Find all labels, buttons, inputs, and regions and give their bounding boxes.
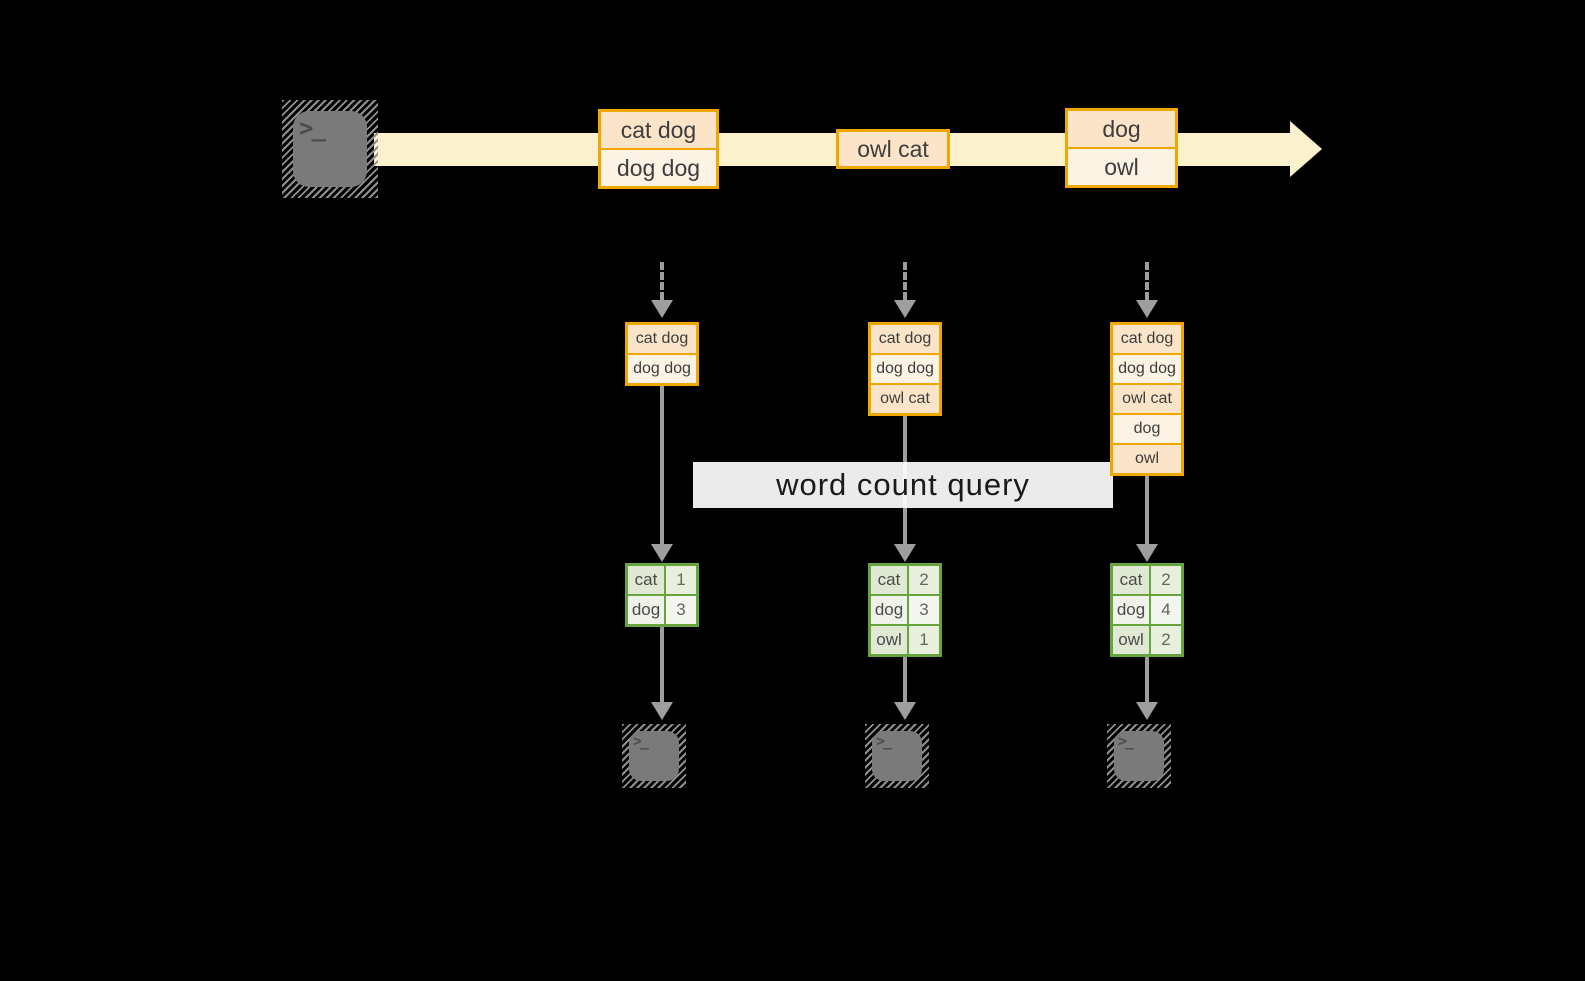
stream-batch-1: cat dog dog dog [598, 109, 719, 189]
word-cell: owl [1113, 626, 1149, 654]
count-table-2: cat 2 dog 3 owl 1 [868, 563, 942, 657]
word-cell: cat [1113, 566, 1149, 594]
count-cell: 2 [909, 566, 939, 594]
message-cell: dog dog [628, 355, 696, 383]
arrowhead-down-icon [1136, 544, 1158, 562]
message-cell: cat dog [1113, 325, 1181, 353]
prompt-glyph: >_ [633, 732, 649, 750]
message-cell: cat dog [871, 325, 939, 353]
stream-batch-2: owl cat [836, 129, 950, 169]
message-cell: owl [1113, 445, 1181, 473]
message-cell: dog dog [601, 150, 716, 186]
word-cell: dog [628, 596, 664, 624]
arrowhead-down-icon [1136, 702, 1158, 720]
word-cell: dog [1113, 596, 1149, 624]
message-cell: owl cat [871, 385, 939, 413]
message-cell: owl cat [1113, 385, 1181, 413]
word-cell: owl [871, 626, 907, 654]
count-table-3: cat 2 dog 4 owl 2 [1110, 563, 1184, 657]
count-cell: 3 [909, 596, 939, 624]
word-cell: cat [628, 566, 664, 594]
arrowhead-down-icon [894, 544, 916, 562]
count-cell: 1 [909, 626, 939, 654]
terminal-icon-body [629, 731, 679, 781]
flow-line [660, 627, 664, 702]
message-buffer-3: cat dog dog dog owl cat dog owl [1110, 322, 1184, 476]
terminal-icon-body [1114, 731, 1164, 781]
terminal-source-icon: >_ [282, 100, 378, 198]
terminal-icon-body [293, 111, 367, 187]
prompt-glyph: >_ [1118, 732, 1134, 750]
stream-batch-3: dog owl [1065, 108, 1178, 188]
word-cell: cat [871, 566, 907, 594]
query-label: word count query [776, 467, 1030, 502]
arrowhead-down-icon [651, 544, 673, 562]
count-cell: 4 [1151, 596, 1181, 624]
arrowhead-down-icon [894, 300, 916, 318]
terminal-output-icon: >_ [865, 724, 929, 788]
message-cell: owl cat [839, 132, 947, 166]
terminal-output-icon: >_ [1107, 724, 1171, 788]
flow-line [903, 657, 907, 702]
ingest-arrow-dash [903, 262, 907, 300]
prompt-glyph: >_ [299, 114, 326, 142]
count-cell: 2 [1151, 566, 1181, 594]
terminal-icon-body [872, 731, 922, 781]
arrowhead-down-icon [894, 702, 916, 720]
word-cell: dog [871, 596, 907, 624]
count-cell: 2 [1151, 626, 1181, 654]
count-cell: 1 [666, 566, 696, 594]
message-cell: owl [1068, 149, 1175, 185]
message-cell: cat dog [601, 112, 716, 148]
message-cell: dog dog [871, 355, 939, 383]
message-cell: dog [1113, 415, 1181, 443]
message-buffer-2: cat dog dog dog owl cat [868, 322, 942, 416]
ingest-arrow-dash [660, 262, 664, 300]
message-cell: dog [1068, 111, 1175, 147]
count-table-1: cat 1 dog 3 [625, 563, 699, 627]
flow-line [1145, 657, 1149, 702]
message-buffer-1: cat dog dog dog [625, 322, 699, 386]
arrowhead-down-icon [651, 300, 673, 318]
message-cell: cat dog [628, 325, 696, 353]
terminal-output-icon: >_ [622, 724, 686, 788]
arrowhead-down-icon [651, 702, 673, 720]
flow-line [1145, 474, 1149, 544]
query-label-background [693, 462, 1113, 508]
prompt-glyph: >_ [876, 732, 892, 750]
ingest-arrow-dash [1145, 262, 1149, 300]
message-cell: dog dog [1113, 355, 1181, 383]
stream-arrowhead [1290, 121, 1322, 177]
arrowhead-down-icon [1136, 300, 1158, 318]
count-cell: 3 [666, 596, 696, 624]
flow-line [660, 384, 664, 544]
